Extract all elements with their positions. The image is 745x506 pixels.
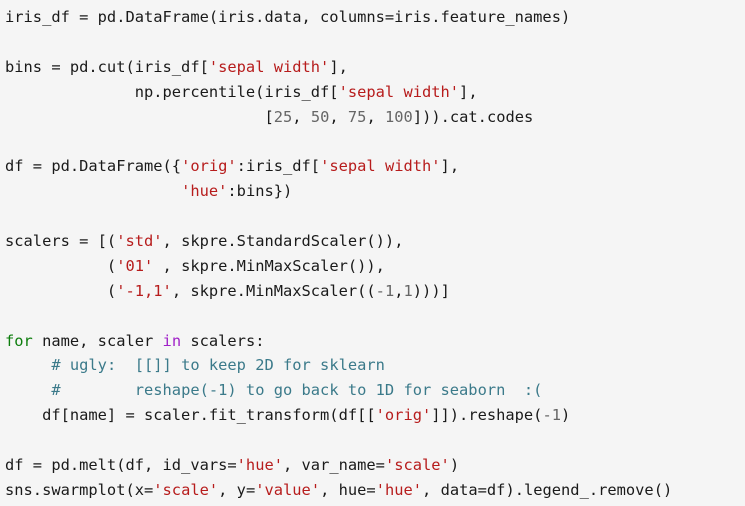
number-literal: -1 bbox=[375, 281, 395, 300]
code-text bbox=[5, 381, 51, 399]
code-line: bins = pd.cut(iris_df['sepal width'], bbox=[5, 55, 745, 80]
string-literal: 'hue' bbox=[236, 456, 283, 475]
code-line: sns.swarmplot(x='scale', y='value', hue=… bbox=[5, 478, 745, 503]
code-text: iris_df = pd.DataFrame(iris.data, column… bbox=[5, 8, 571, 26]
code-line: ('-1,1', skpre.MinMaxScaler((-1,1)))] bbox=[5, 279, 745, 304]
code-text: , bbox=[292, 107, 311, 126]
string-literal: 'hue' bbox=[181, 182, 228, 201]
number-literal: 50 bbox=[310, 107, 330, 126]
code-text: ], bbox=[329, 57, 348, 76]
code-text: df = pd.melt(df, id_vars= bbox=[5, 456, 237, 475]
string-literal: 'sepal width' bbox=[338, 82, 460, 101]
code-text: scalers = [( bbox=[5, 232, 117, 251]
code-text: ( bbox=[5, 281, 117, 300]
code-text: , y= bbox=[218, 480, 256, 499]
code-text: df = pd.DataFrame({ bbox=[5, 157, 182, 176]
code-text: df[name] = scaler.fit_transform(df[[ bbox=[5, 406, 376, 425]
code-text: , bbox=[366, 107, 385, 126]
code-line bbox=[5, 129, 745, 154]
code-text: :iris_df[ bbox=[236, 157, 321, 176]
string-literal: 'orig' bbox=[375, 406, 432, 425]
code-line: df[name] = scaler.fit_transform(df[['ori… bbox=[5, 403, 745, 428]
code-line: # reshape(-1) to go back to 1D for seabo… bbox=[5, 378, 745, 403]
string-literal: '01' bbox=[116, 256, 154, 275]
code-line bbox=[5, 428, 745, 453]
keyword: in bbox=[162, 331, 182, 350]
code-text: , bbox=[394, 281, 404, 300]
code-line: df = pd.melt(df, id_vars='hue', var_name… bbox=[5, 453, 745, 478]
code-text: np.percentile(iris_df[ bbox=[5, 82, 339, 101]
string-literal: 'scale' bbox=[153, 480, 219, 499]
code-line: iris_df = pd.DataFrame(iris.data, column… bbox=[5, 5, 745, 30]
code-text bbox=[5, 182, 181, 200]
string-literal: 'hue' bbox=[375, 480, 423, 499]
string-literal: 'scale' bbox=[384, 456, 450, 475]
code-line: df = pd.DataFrame({'orig':iris_df['sepal… bbox=[5, 154, 745, 179]
code-line: for name, scaler in scalers: bbox=[5, 329, 745, 354]
number-literal: 100 bbox=[385, 107, 413, 126]
code-text: :bins}) bbox=[227, 182, 293, 201]
string-literal: 'value' bbox=[255, 480, 321, 499]
code-text: , skpre.MinMaxScaler(( bbox=[171, 281, 376, 300]
comment: # ugly: [[]] to keep 2D for sklearn bbox=[51, 356, 385, 375]
code-text: ], bbox=[440, 157, 460, 176]
string-literal: '-1,1' bbox=[116, 281, 172, 300]
code-text: ) bbox=[561, 406, 571, 425]
code-line: 'hue':bins}) bbox=[5, 179, 745, 204]
code-text: )))] bbox=[412, 281, 450, 300]
string-literal: 'orig' bbox=[181, 157, 237, 176]
code-text: ], bbox=[459, 82, 478, 101]
code-line: # ugly: [[]] to keep 2D for sklearn bbox=[5, 353, 745, 378]
code-text: bins = pd.cut(iris_df[ bbox=[5, 57, 209, 76]
code-text: , bbox=[329, 107, 348, 126]
string-literal: 'sepal width' bbox=[320, 157, 441, 176]
code-text: ]]).reshape( bbox=[431, 406, 543, 425]
code-text: , data=df).legend_.remove() bbox=[422, 480, 673, 499]
string-literal: 'sepal width' bbox=[208, 57, 330, 76]
code-text: ) bbox=[449, 456, 460, 475]
code-text: ( bbox=[5, 256, 117, 275]
code-line bbox=[5, 304, 745, 329]
code-line: ('01' , skpre.MinMaxScaler()), bbox=[5, 254, 745, 279]
code-line bbox=[5, 204, 745, 229]
number-literal: 25 bbox=[273, 107, 293, 126]
code-text: name, scaler bbox=[32, 331, 163, 350]
code-text: [ bbox=[5, 107, 274, 126]
keyword: for bbox=[5, 331, 33, 350]
code-text: , skpre.StandardScaler()), bbox=[162, 232, 404, 251]
code-text bbox=[5, 356, 51, 374]
string-literal: 'std' bbox=[116, 232, 163, 251]
code-text: , var_name= bbox=[283, 456, 385, 475]
code-line: [25, 50, 75, 100])).cat.codes bbox=[5, 105, 745, 130]
code-text: sns.swarmplot(x= bbox=[5, 480, 154, 499]
number-literal: 75 bbox=[347, 107, 367, 126]
code-line: np.percentile(iris_df['sepal width'], bbox=[5, 80, 745, 105]
code-text: , skpre.MinMaxScaler()), bbox=[153, 256, 385, 275]
code-line bbox=[5, 30, 745, 55]
code-text: scalers: bbox=[181, 331, 265, 350]
code-text: , hue= bbox=[320, 480, 376, 499]
code-line: scalers = [('std', skpre.StandardScaler(… bbox=[5, 229, 745, 254]
number-literal: -1 bbox=[542, 406, 561, 425]
number-literal: 1 bbox=[403, 281, 413, 300]
comment: # reshape(-1) to go back to 1D for seabo… bbox=[51, 381, 543, 400]
code-text: ])).cat.codes bbox=[412, 107, 534, 126]
